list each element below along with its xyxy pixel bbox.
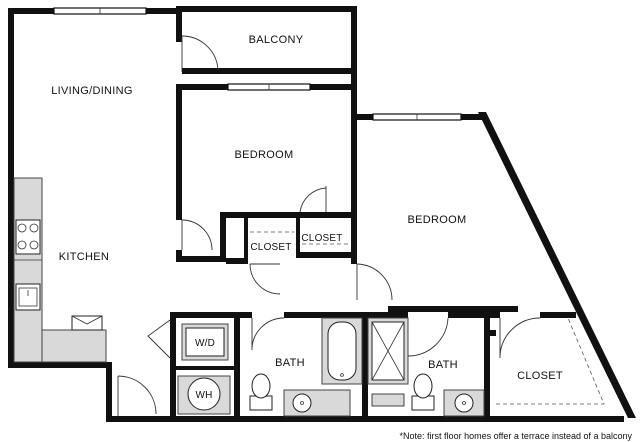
room-label-closet-1: CLOSET bbox=[250, 242, 291, 253]
kitchen-counter bbox=[13, 177, 107, 363]
door-swings bbox=[117, 35, 541, 416]
water-heater-icon bbox=[177, 375, 231, 415]
room-label-bath-1: BATH bbox=[275, 357, 305, 369]
toilet-icon bbox=[249, 373, 273, 411]
shower-icon bbox=[367, 317, 409, 385]
stove-icon bbox=[15, 219, 41, 255]
toilet-icon bbox=[411, 373, 435, 411]
room-labels: BALCONY LIVING/DINING BEDROOM BEDROOM KI… bbox=[51, 34, 563, 401]
room-label-balcony: BALCONY bbox=[249, 34, 304, 46]
room-label-kitchen: KITCHEN bbox=[59, 251, 109, 263]
vanity-sink-icon bbox=[283, 389, 351, 417]
kitchen-sink-icon bbox=[15, 283, 41, 311]
bathtub-icon bbox=[321, 317, 363, 385]
washer-dryer-icon bbox=[181, 323, 229, 361]
room-label-bath-2: BATH bbox=[428, 359, 458, 371]
room-label-closet-3: CLOSET bbox=[517, 370, 563, 382]
room-label-closet-2: CLOSET bbox=[301, 233, 342, 244]
exterior-walls bbox=[8, 6, 636, 422]
interior-walls bbox=[170, 68, 576, 418]
room-label-wd: W/D bbox=[195, 338, 215, 349]
closet-shelf bbox=[496, 317, 605, 405]
bath-1-fixtures bbox=[249, 317, 363, 417]
room-label-wh: WH bbox=[195, 390, 212, 401]
bath-2-fixtures bbox=[367, 317, 485, 417]
vanity-sink-icon bbox=[443, 389, 485, 417]
footnote: *Note: first floor homes offer a terrace… bbox=[400, 431, 633, 441]
room-label-bedroom-2: BEDROOM bbox=[408, 214, 467, 226]
room-label-bedroom-1: BEDROOM bbox=[235, 149, 294, 161]
room-label-living-dining: LIVING/DINING bbox=[51, 85, 133, 97]
